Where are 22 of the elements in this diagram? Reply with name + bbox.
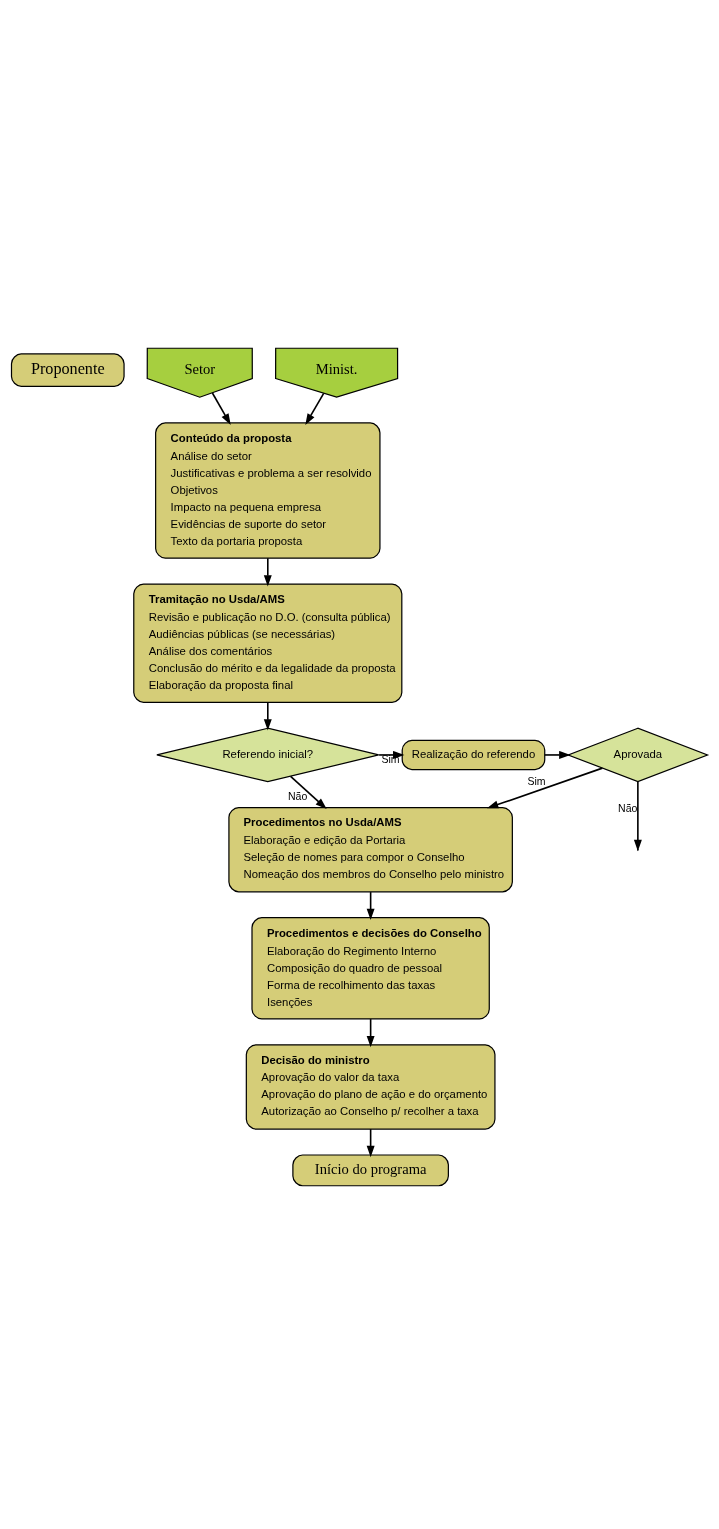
edge-label: Sim: [527, 774, 546, 787]
arrow: [289, 775, 327, 810]
node-box: Procedimentos e decisões do Conselho Elaboração do Regimento Interno Composição do quadro de pessoal Forma de recolhimento das taxas Isenções: [251, 917, 490, 1020]
arrow: [263, 701, 272, 731]
node-box: Decisão do ministro Aprovação do valor da taxa Aprovação do plano de ação e do orçamento Autorização ao Conselho p/ recolher a taxa: [245, 1044, 496, 1130]
edge-label: Sim: [381, 753, 400, 766]
node-box: Conteúdo da proposta Análise do setor Justificativas e problema a ser resolvido Objetivos Impacto na pequena empresa Evidências de suporte do setor Texto da portaria proposta: [155, 422, 381, 559]
node-box: Proponente: [10, 353, 125, 387]
arrow: [633, 780, 642, 852]
arrow: [211, 392, 231, 425]
arrow: [305, 392, 325, 425]
arrow: [263, 557, 272, 587]
node-box: Início do programa: [292, 1154, 449, 1187]
arrow: [486, 767, 604, 809]
node-box: Tramitação no Usda/AMS Revisão e publicação no D.O. (consulta pública) Audiências públicas (se necessárias) Análise dos comentários Conclusão do mérito e da legalidade da proposta Elaboração da proposta final: [133, 583, 403, 703]
node-diamond: Aprovada: [566, 727, 710, 783]
edge-label: Não: [618, 802, 638, 815]
node-box: Procedimentos no Usda/AMS Elaboração e edição da Portaria Seleção de nomes para compor o Conselho Nomeação dos membros do Conselho pelo ministro: [228, 807, 513, 893]
arrow: [543, 750, 571, 759]
edge-label: Não: [287, 790, 308, 803]
node-box: Realização do referendo: [401, 739, 546, 771]
node-diamond: Referendo inicial?: [156, 727, 380, 783]
